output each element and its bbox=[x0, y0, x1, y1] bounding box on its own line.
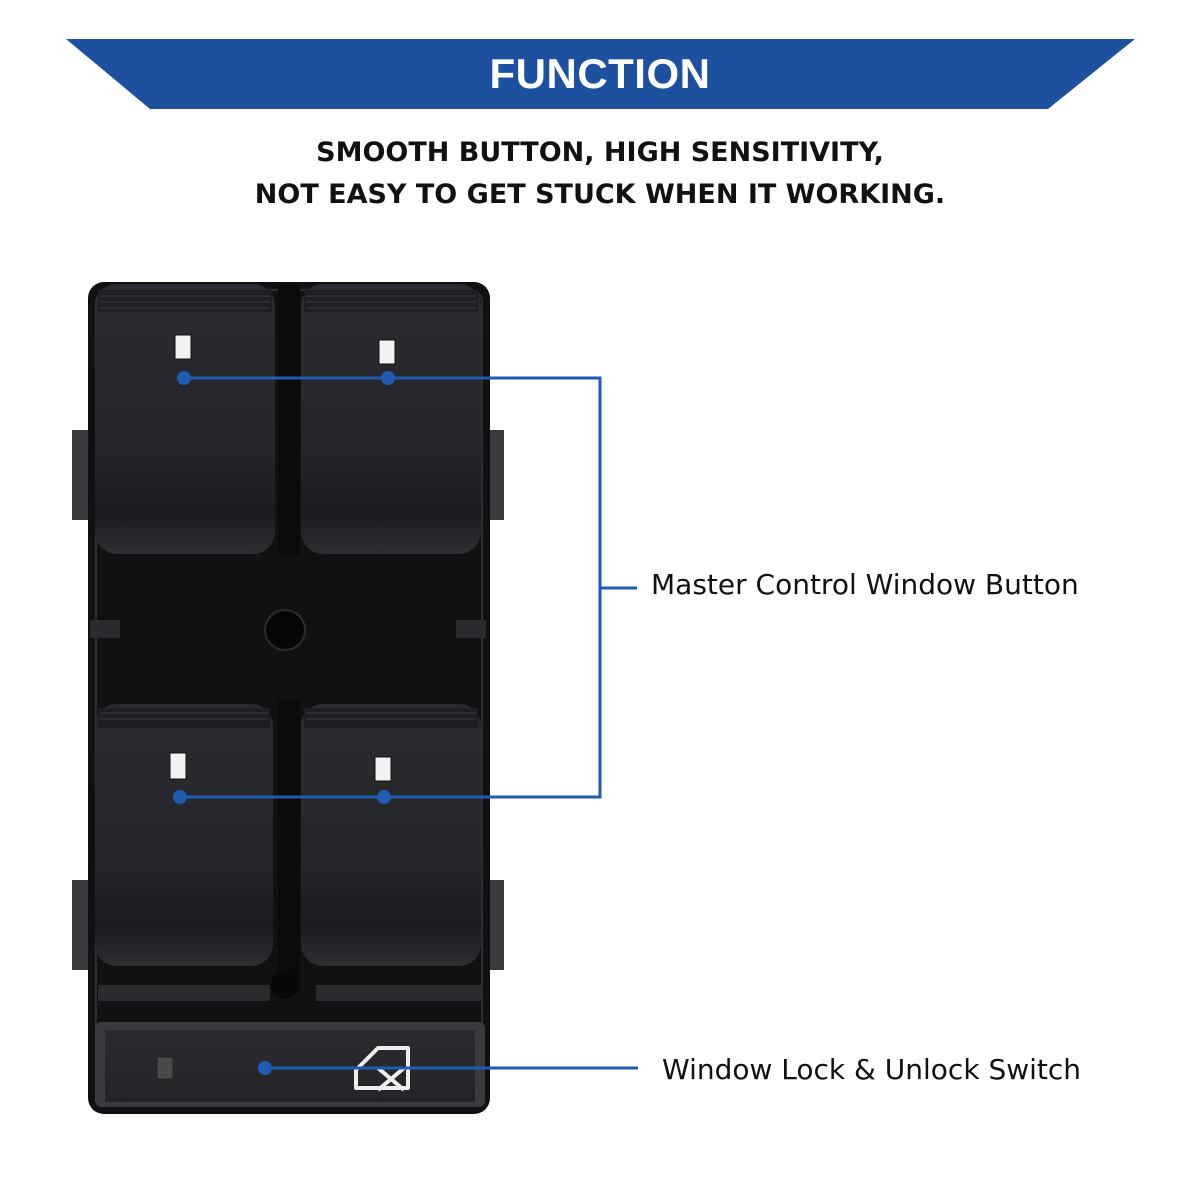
callout-dot bbox=[377, 790, 391, 804]
screw-hole bbox=[264, 609, 306, 651]
window-button-front-right bbox=[301, 284, 481, 554]
indicator-light bbox=[169, 752, 187, 780]
window-button-rear-left bbox=[95, 704, 273, 966]
lock-indicator-light bbox=[156, 1056, 174, 1080]
title-banner bbox=[66, 39, 1135, 109]
subtitle-line-1: SMOOTH BUTTON, HIGH SENSITIVITY, bbox=[316, 137, 884, 168]
callout-dot bbox=[173, 790, 187, 804]
window-lock-label: Window Lock & Unlock Switch bbox=[662, 1053, 1082, 1086]
callout-dot bbox=[258, 1061, 272, 1075]
banner-shape bbox=[66, 39, 1135, 109]
subtitle-line-2: NOT EASY TO GET STUCK WHEN IT WORKING. bbox=[254, 179, 946, 210]
indicator-light bbox=[174, 334, 192, 360]
callout-dot bbox=[381, 371, 395, 385]
master-control-label: Master Control Window Button bbox=[651, 568, 1079, 601]
indicator-light bbox=[378, 339, 396, 365]
window-lock-switch bbox=[95, 1022, 485, 1107]
window-button-front-left bbox=[95, 284, 275, 554]
page-title: FUNCTION bbox=[489, 50, 711, 97]
indicator-light bbox=[374, 756, 392, 782]
window-button-rear-right bbox=[301, 704, 481, 966]
callout-dot bbox=[177, 371, 191, 385]
subtitle: SMOOTH BUTTON, HIGH SENSITIVITY, NOT EAS… bbox=[0, 132, 1200, 216]
